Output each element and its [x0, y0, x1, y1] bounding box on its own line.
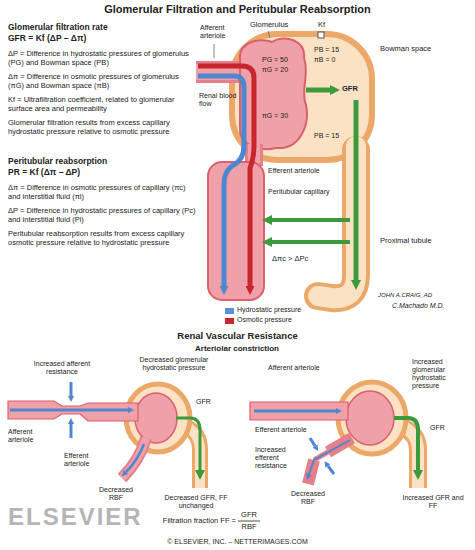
legend-swatch: [225, 318, 234, 324]
section-subheading: Arteriolar constriction: [157, 344, 317, 353]
flow-arrow: [198, 76, 244, 286]
bowman-capsule: [126, 384, 200, 488]
afferent-arteriole: [250, 402, 348, 420]
flow-arrow: [198, 66, 254, 286]
text-column: Glomerular filtration rateGFR = Kf (ΔP –…: [8, 22, 196, 247]
afferent-arteriole: [254, 410, 336, 413]
effect-label: Increased glomerular hydrostatic pressur…: [412, 358, 470, 390]
artist-signature: C.Machado M.D.: [392, 302, 464, 310]
definition-text: ΔP = Difference in hydrostatic pressures…: [8, 49, 196, 67]
afferent-arteriole: [196, 72, 246, 73]
flow-arrow: [272, 240, 350, 244]
proximal-tubule: [318, 146, 356, 298]
fraction-bar: [238, 521, 260, 522]
structure-label: Afferent arteriole: [8, 428, 52, 444]
definition-text: Glomerular filtration results from exces…: [8, 118, 196, 136]
leader-line: [268, 31, 270, 38]
effect-label: Increased afferent resistance: [22, 360, 102, 376]
formula: PR = Kf (Δπ – ΔP): [8, 167, 196, 177]
bowman-capsule: [346, 391, 394, 445]
efferent-arteriole: [122, 438, 146, 478]
structure-label: Afferent arteriole: [200, 24, 242, 40]
structure-label: Glomerulus: [250, 20, 300, 29]
definition-text: Δπ = Difference in osmotic pressures of …: [8, 72, 196, 90]
fraction-bar: [238, 521, 260, 522]
structure-label: Efferent arteriole: [255, 426, 309, 434]
legend-text: Hydrostatic pressure: [237, 306, 327, 314]
afferent-arteriole: [70, 424, 73, 438]
kf-marker: [318, 32, 324, 38]
peritubular-capillary: [208, 162, 264, 300]
flow-label: GFR: [342, 84, 366, 93]
flow-label: GFR: [430, 424, 454, 432]
peritubular-capillary: [208, 162, 264, 300]
flow-arrow: [354, 100, 359, 280]
flow-arrow: [394, 418, 418, 470]
flow-arrow: [272, 218, 350, 222]
artist-signature: JOHN A.CRAIG_AD: [378, 292, 462, 299]
effect-label: Decreased RBF: [92, 486, 140, 502]
afferent-arteriole: [8, 401, 138, 421]
legend-swatch: [225, 308, 234, 314]
structure-label: Proximal tubule: [380, 236, 442, 245]
definition-text: Δπ = Difference in osmotic pressures of …: [8, 183, 196, 201]
effect-label: Decreased RBF: [285, 490, 331, 506]
section-heading: Peritubular reabsorption: [8, 156, 196, 166]
formula: GFR = Kf (ΔP – Δπ): [8, 33, 196, 43]
flow-label: Renal blood flow: [199, 92, 237, 108]
kf-marker: [318, 32, 324, 38]
caption: © ELSEVIER, INC. – NETTERIMAGES.COM: [40, 538, 435, 546]
efferent-arteriole: [328, 466, 334, 474]
section-heading: Glomerular filtration rate: [8, 22, 196, 32]
flow-arrow: [176, 418, 200, 470]
flow-arrow: [176, 418, 200, 470]
flow-label: GFR: [196, 398, 218, 406]
effect-label: Increased efferent resistance: [255, 446, 303, 470]
watermark: ELSEVIER: [8, 504, 158, 530]
legend-text: Osmotic pressure: [237, 316, 327, 324]
flow-arrow: [394, 418, 418, 470]
effect-label: Decreased glomerular hydrostatic pressur…: [128, 356, 220, 372]
efferent-arteriole: [310, 438, 315, 446]
efferent-arteriole: [122, 438, 146, 478]
efferent-arteriole: [308, 438, 352, 484]
pressure-value: PB = 15: [314, 132, 354, 140]
bowman-capsule: [135, 393, 177, 443]
section-heading: Renal Vascular Resistance: [100, 330, 375, 341]
efferent-arteriole: [122, 438, 146, 478]
glomerulus: [240, 39, 307, 150]
afferent-arteriole: [70, 382, 73, 396]
definition-text: Peritubular reabsorption results from ex…: [8, 229, 196, 247]
title: Glomerular Filtration and Peritubular Re…: [20, 3, 455, 16]
flow-arrow: [198, 66, 356, 286]
efferent-arteriole: [126, 444, 144, 472]
formula: RBF: [238, 522, 260, 531]
effect-label: Increased GFR and FF: [398, 494, 468, 510]
glomerulus: [240, 39, 307, 150]
structure-label: Peritubular capillary: [268, 188, 338, 196]
afferent-arteriole: [250, 402, 348, 420]
pressure-value: PB = 15: [314, 46, 354, 54]
definition-text: Kf = Ultrafiltration coefficient, relate…: [8, 95, 196, 113]
definition-text: ΔP = Difference in hydrostatic pressures…: [8, 206, 196, 224]
flow-arrow: [306, 88, 330, 93]
pressure-value: PG = 50: [262, 56, 302, 64]
pressure-relation: Δπc > ΔPc: [272, 254, 334, 263]
proximal-tubule: [318, 146, 356, 298]
coefficient-label: Kf: [318, 20, 332, 29]
structure-label: Efferent arteriole: [268, 167, 338, 175]
leader-line: [214, 44, 215, 58]
effect-label: Decreased GFR, FF unchanged: [160, 494, 232, 510]
pressure-value: πG = 20: [262, 66, 302, 74]
afferent-arteriole: [10, 409, 128, 412]
structure-label: Afferent arteriole: [268, 364, 320, 372]
formula: GFR: [238, 510, 260, 519]
pressure-value: πG = 30: [262, 112, 302, 120]
pressure-value: πB = 0: [314, 56, 354, 64]
structure-label: Bowman space: [380, 44, 442, 53]
structure-label: Efferent arteriole: [64, 452, 112, 468]
